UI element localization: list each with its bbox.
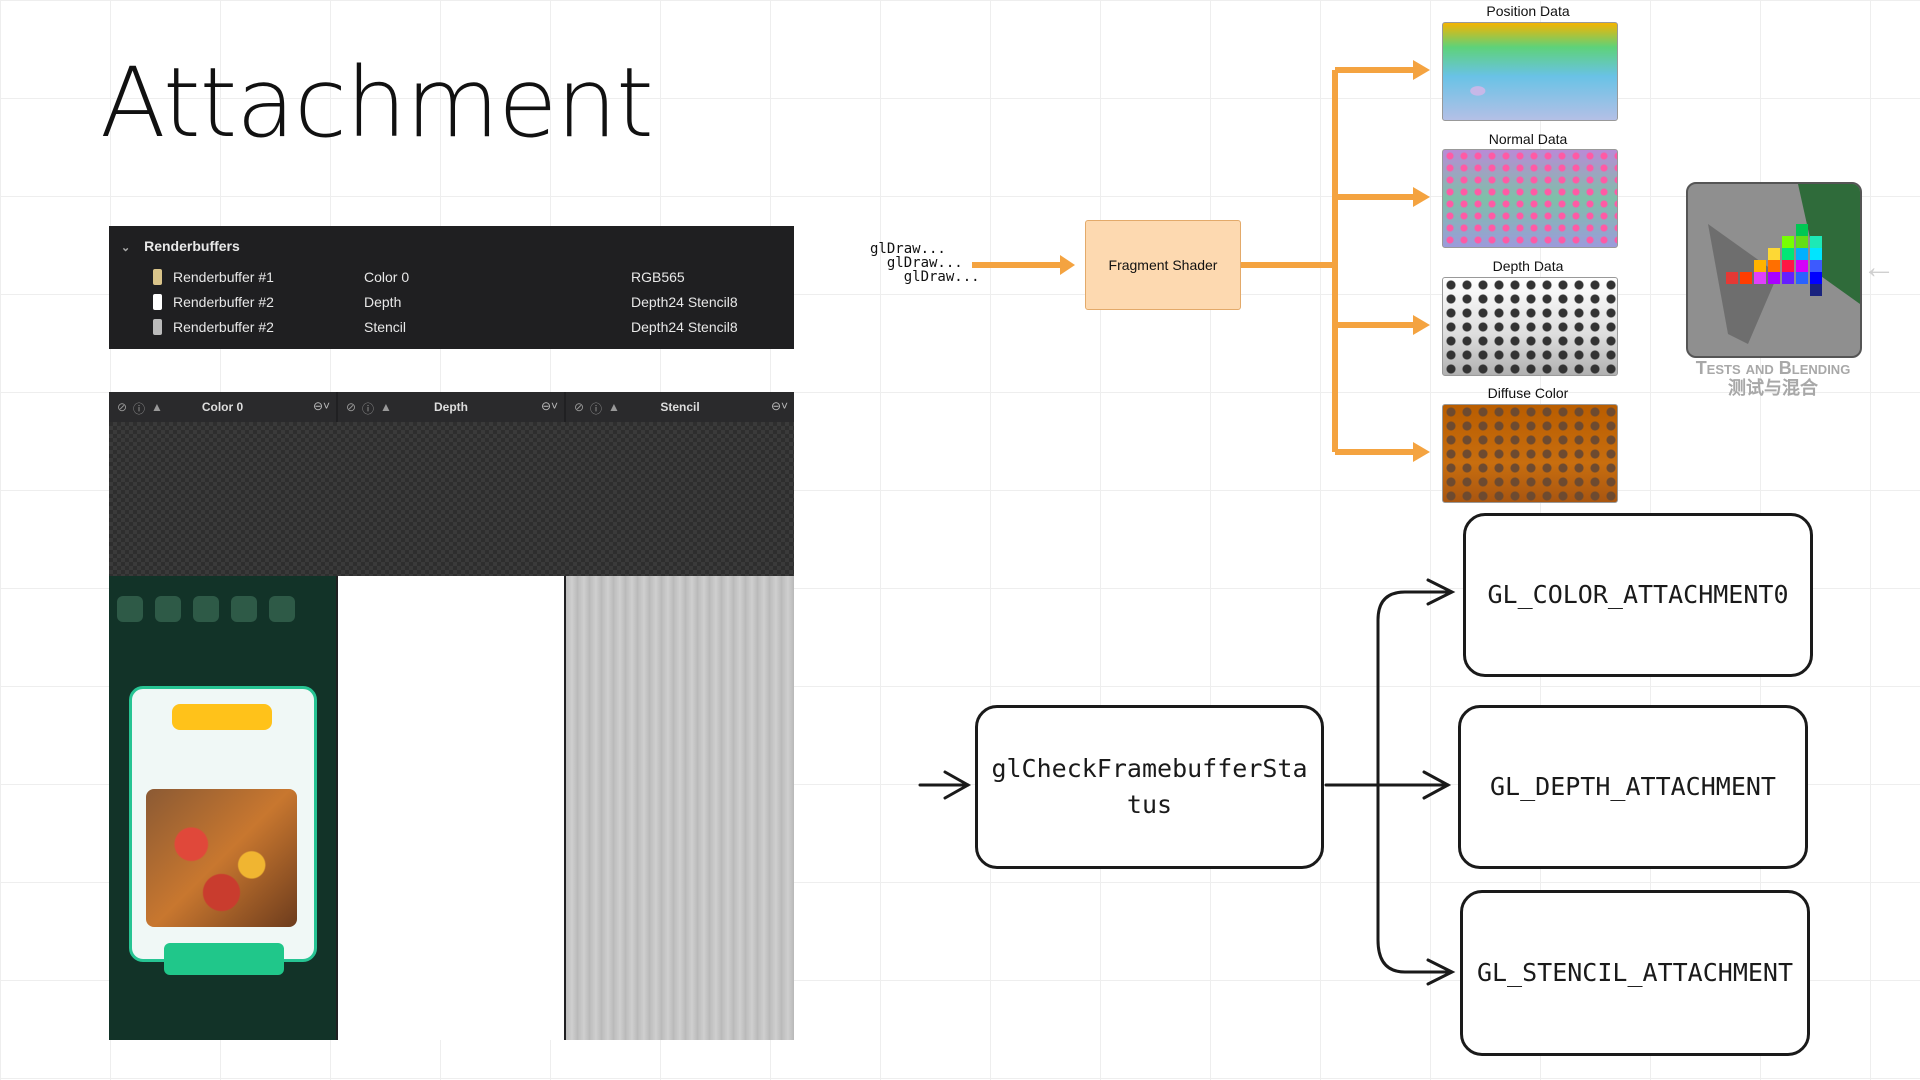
- fragment-shader-label: Fragment Shader: [1108, 257, 1218, 273]
- renderbuffers-panel: ⌄ Renderbuffers Renderbuffer #1 Color 0 …: [109, 226, 794, 349]
- color-attachment-node: GL_COLOR_ATTACHMENT0: [1463, 513, 1813, 677]
- orange-connector-lines: [972, 67, 1415, 455]
- tests-blending-label: Tests and Blending 测试与混合: [1668, 358, 1878, 398]
- renderbuffer-row[interactable]: Renderbuffer #1 Color 0 RGB565: [109, 266, 794, 290]
- color-attachment-label: GL_COLOR_ATTACHMENT0: [1487, 580, 1789, 609]
- renderbuffers-header[interactable]: ⌄ Renderbuffers: [121, 238, 240, 254]
- pane-header-color: ⊘ ⓘ ▲ Color 0 ⊖˅: [109, 392, 336, 422]
- position-data-thumbnail: [1442, 22, 1618, 121]
- renderbuffer-name: Renderbuffer #2: [173, 319, 274, 335]
- pane-menu-icon[interactable]: ⊖˅: [770, 399, 788, 413]
- stencil-buffer-icon: [153, 319, 162, 335]
- eye-slash-icon[interactable]: ⊘: [346, 400, 357, 414]
- pane-label: Depth: [434, 400, 468, 414]
- checker-background: [109, 422, 794, 576]
- pane-label: Stencil: [660, 400, 700, 414]
- tests-blending-label-en: Tests and Blending: [1695, 358, 1851, 378]
- warning-icon[interactable]: ▲: [380, 400, 392, 414]
- pane-header-depth: ⊘ ⓘ ▲ Depth ⊖˅: [338, 392, 564, 422]
- attachment-viewer: ⊘ ⓘ ▲ Color 0 ⊖˅ ⊘ ⓘ ▲ Depth ⊖˅ ⊘ ⓘ ▲ St…: [109, 392, 794, 1040]
- renderbuffer-format: RGB565: [631, 269, 685, 285]
- normal-data-thumbnail: [1442, 149, 1618, 248]
- game-picture: [146, 789, 297, 927]
- renderbuffer-name: Renderbuffer #2: [173, 294, 274, 310]
- renderbuffer-format: Depth24 Stencil8: [631, 319, 738, 335]
- warning-icon[interactable]: ▲: [608, 400, 620, 414]
- game-top-icons: [117, 596, 327, 636]
- pane-menu-icon[interactable]: ⊖˅: [540, 399, 558, 413]
- pane-menu-icon[interactable]: ⊖˅: [312, 399, 330, 413]
- arrow-left-icon: ←: [1862, 248, 1896, 286]
- output-label-diffuse: Diffuse Color: [1487, 385, 1569, 401]
- game-dialog-card: [129, 686, 317, 975]
- slide-title: Attachment: [100, 47, 654, 159]
- check-framebuffer-line: glCheckFramebufferSta: [991, 754, 1308, 783]
- check-framebuffer-line: tus: [1126, 790, 1173, 819]
- color-attachment-image: [109, 576, 336, 1040]
- renderbuffers-header-label: Renderbuffers: [144, 238, 240, 254]
- fragment-shader-node: Fragment Shader: [1085, 220, 1241, 310]
- output-label-depth: Depth Data: [1492, 258, 1564, 274]
- gldraw-line: glDraw...: [886, 255, 963, 271]
- renderbuffer-format: Depth24 Stencil8: [631, 294, 738, 310]
- tests-blending-label-zh: 测试与混合: [1728, 378, 1818, 398]
- diffuse-color-thumbnail: [1442, 404, 1618, 503]
- depth-buffer-icon: [153, 294, 162, 310]
- sketch-connector-lines: [918, 578, 1456, 986]
- renderbuffer-kind: Color 0: [364, 269, 410, 285]
- chevron-down-icon: ⌄: [121, 242, 131, 254]
- stencil-attachment-image: [566, 576, 794, 1040]
- renderbuffer-row[interactable]: Renderbuffer #2 Stencil Depth24 Stencil8: [109, 316, 794, 340]
- warning-icon[interactable]: ▲: [151, 400, 163, 414]
- check-framebuffer-status-node: glCheckFramebufferSta tus: [975, 705, 1324, 869]
- depth-attachment-label: GL_DEPTH_ATTACHMENT: [1490, 772, 1776, 801]
- output-label-normal: Normal Data: [1488, 131, 1568, 147]
- depth-attachment-image: [338, 576, 564, 1040]
- pane-header-stencil: ⊘ ⓘ ▲ Stencil ⊖˅: [566, 392, 794, 422]
- color-buffer-icon: [153, 269, 162, 285]
- info-icon[interactable]: ⓘ: [362, 402, 375, 416]
- renderbuffer-kind: Depth: [364, 294, 402, 310]
- eye-slash-icon[interactable]: ⊘: [117, 400, 128, 414]
- output-label-position: Position Data: [1486, 3, 1570, 19]
- gldraw-line: glDraw...: [870, 241, 946, 257]
- blend-cubes-icon: [1708, 184, 1860, 344]
- renderbuffer-kind: Stencil: [364, 319, 407, 335]
- pane-label: Color 0: [201, 400, 244, 414]
- tests-blending-icon: [1686, 182, 1862, 358]
- stencil-attachment-node: GL_STENCIL_ATTACHMENT: [1460, 890, 1810, 1056]
- info-icon[interactable]: ⓘ: [590, 402, 603, 416]
- gldraw-line: glDraw...: [903, 269, 980, 285]
- depth-attachment-node: GL_DEPTH_ATTACHMENT: [1458, 705, 1808, 869]
- orange-arrowheads: [1060, 60, 1430, 462]
- renderbuffer-name: Renderbuffer #1: [173, 269, 274, 285]
- eye-slash-icon[interactable]: ⊘: [574, 400, 585, 414]
- gldraw-calls: glDraw... glDraw... glDraw...: [870, 242, 980, 284]
- depth-data-thumbnail: [1442, 277, 1618, 376]
- game-title-pill: [172, 704, 272, 730]
- info-icon[interactable]: ⓘ: [133, 402, 146, 416]
- renderbuffer-row[interactable]: Renderbuffer #2 Depth Depth24 Stencil8: [109, 291, 794, 315]
- stencil-attachment-label: GL_STENCIL_ATTACHMENT: [1476, 958, 1794, 987]
- game-action-button: [164, 943, 284, 975]
